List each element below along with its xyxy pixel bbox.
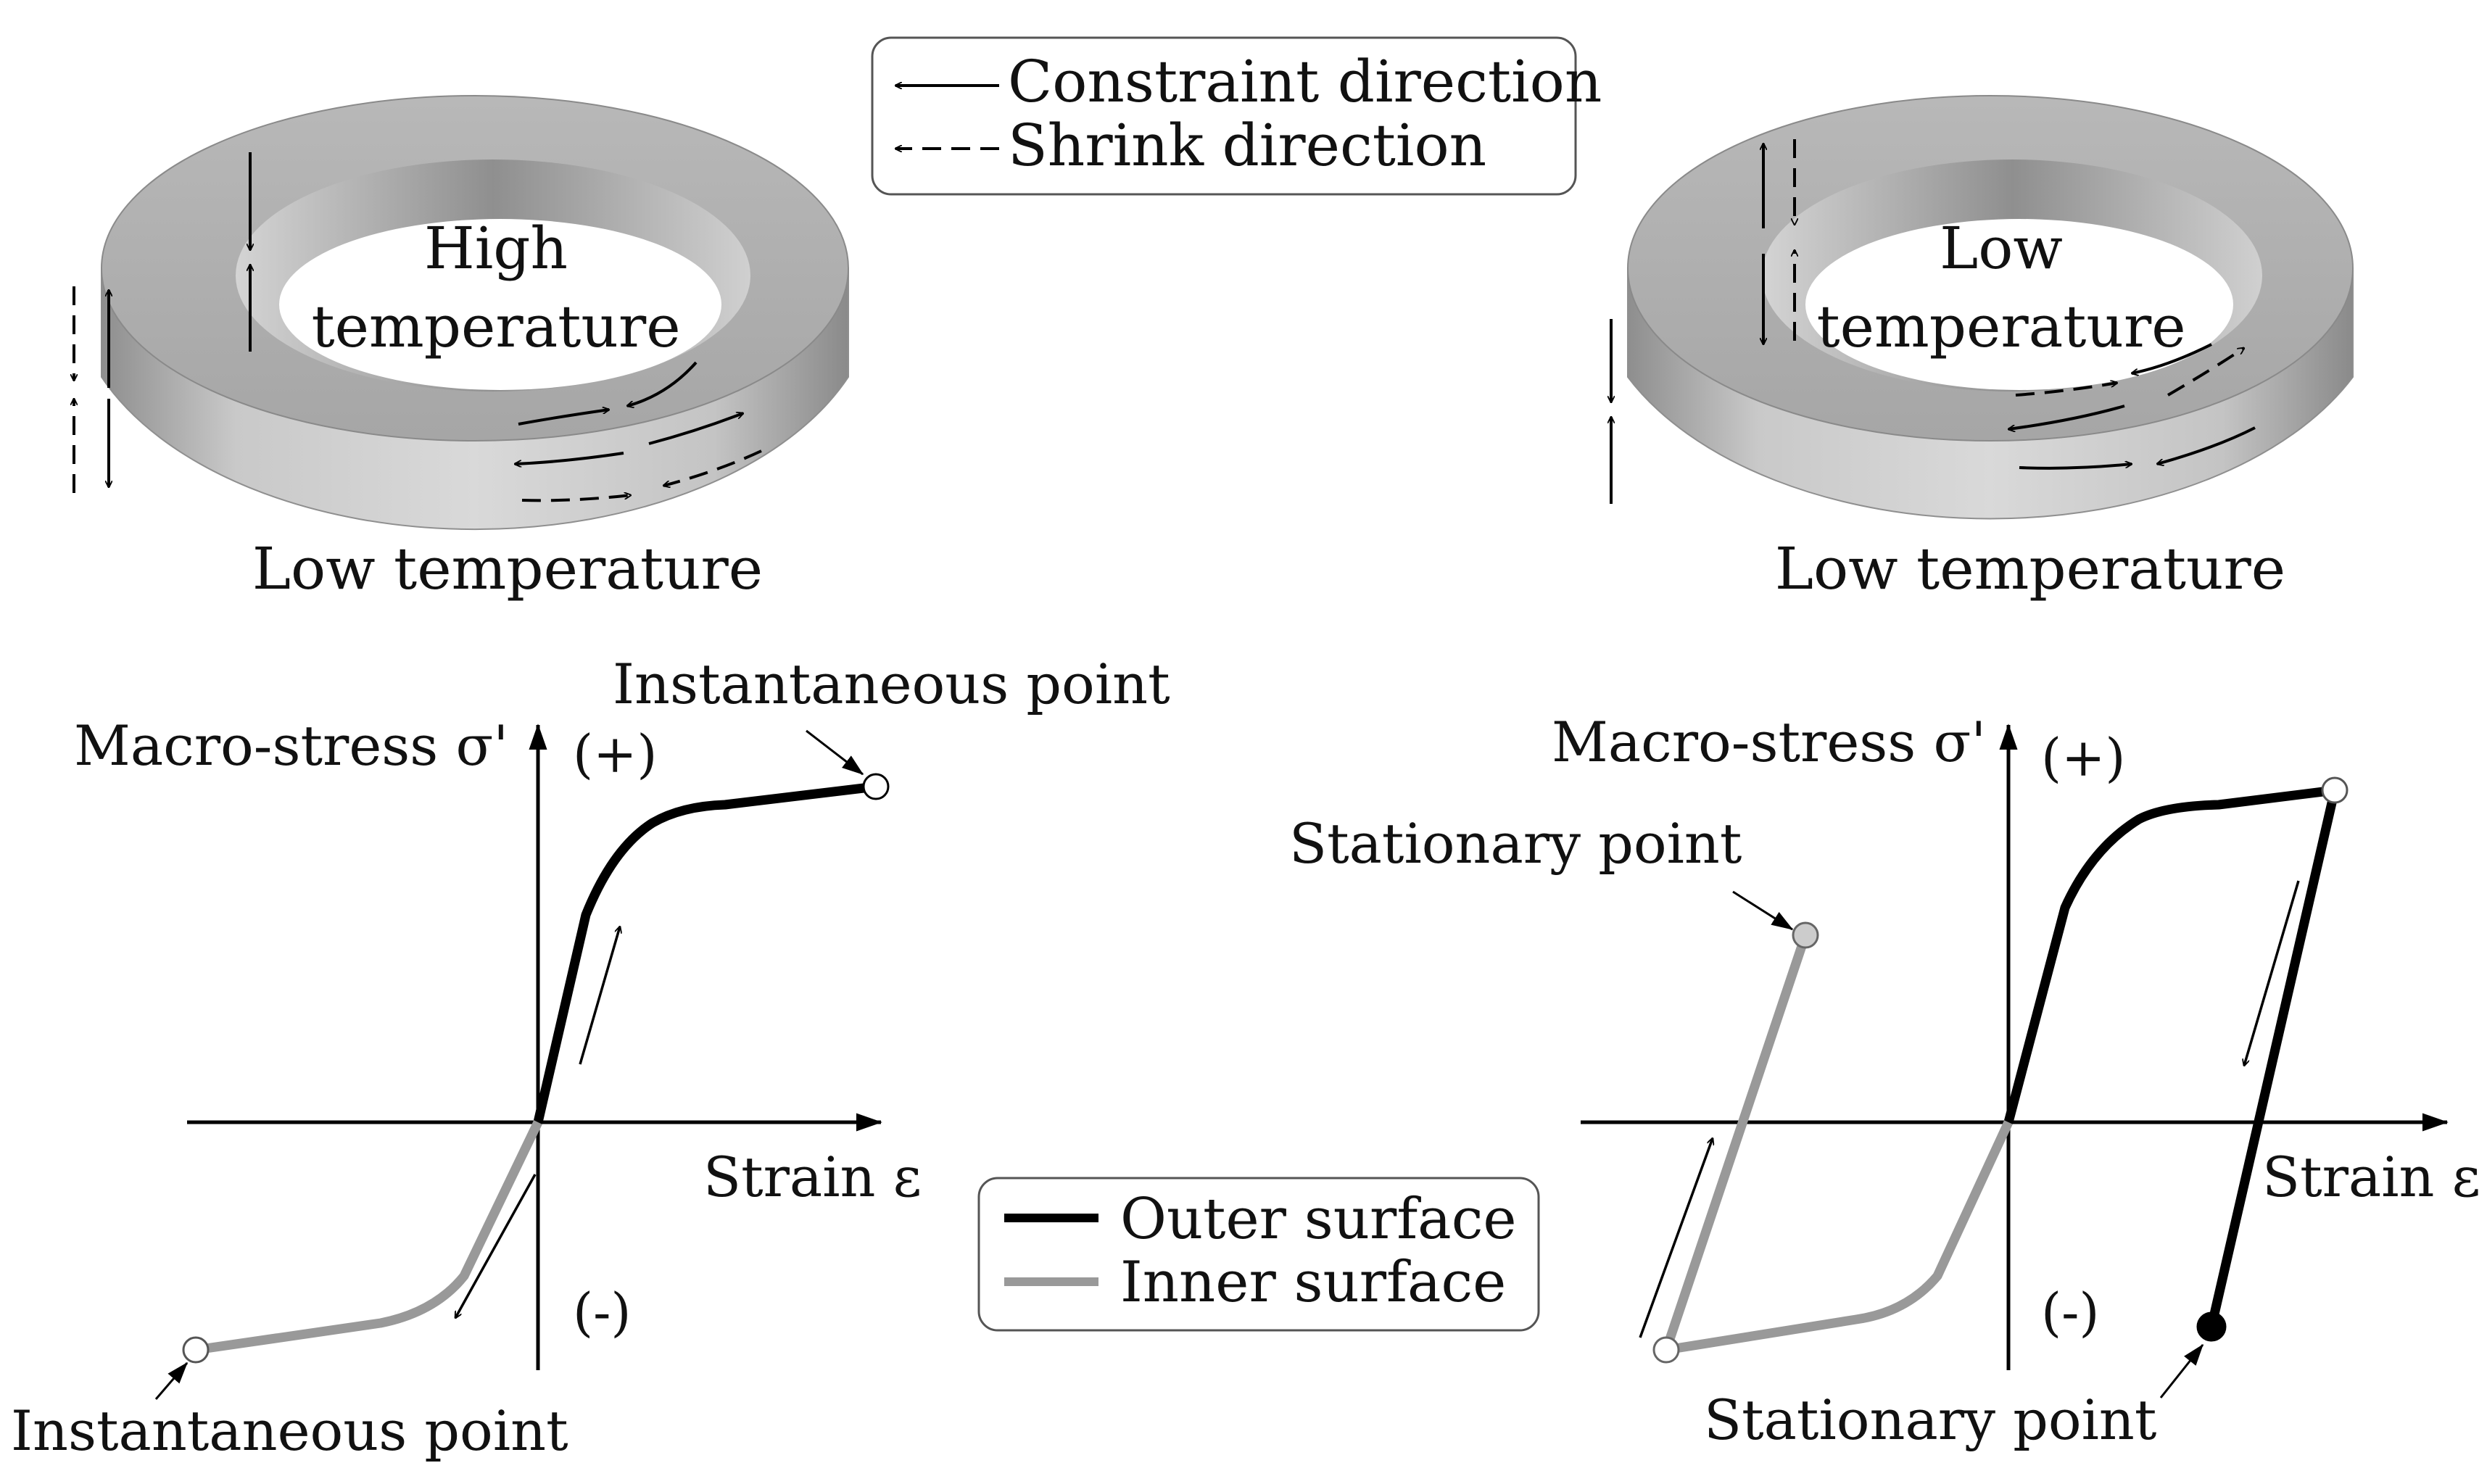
right-ring-inner-label-line1: Low bbox=[1940, 215, 2063, 282]
left-top-instantaneous-point bbox=[862, 773, 890, 800]
right-bottom-callout-arrow bbox=[2159, 1343, 2204, 1398]
right-top-inner-stationary-point bbox=[1792, 921, 1819, 949]
right-inner-surface-curve bbox=[1661, 933, 2013, 1355]
left-bottom-instantaneous-point bbox=[182, 1336, 210, 1364]
right-minus-label: (-) bbox=[2041, 1282, 2100, 1343]
shrink-arrow-icon bbox=[521, 495, 631, 502]
constraint-arrow-icon bbox=[2019, 464, 2132, 470]
left-stress-strain-plot: Macro-stress σ' (+) (-) Strain ε Instant… bbox=[11, 652, 1170, 1463]
constraint-direction-label: Constraint direction bbox=[1008, 48, 1602, 115]
constraint-arrow-icon bbox=[2167, 347, 2244, 397]
left-bottom-callout-arrow bbox=[154, 1361, 189, 1400]
constraint-arrow-icon bbox=[515, 452, 624, 464]
constraint-arrow-icon bbox=[2132, 343, 2212, 373]
direction-legend-box bbox=[871, 36, 1577, 196]
constraint-arrow-icon bbox=[2008, 405, 2125, 429]
constraint-arrow-icon bbox=[2157, 426, 2256, 464]
right-stress-strain-plot: Macro-stress σ' (+) (-) Strain ε Station… bbox=[1289, 710, 2480, 1452]
left-plus-label: (+) bbox=[573, 724, 658, 784]
right-top-callout-arrow bbox=[1732, 890, 1794, 931]
left-ring: High temperature Low temperature bbox=[74, 95, 849, 602]
right-x-axis-label: Strain ε bbox=[2262, 1145, 2480, 1209]
left-ring-inner-label-line2: temperature bbox=[311, 293, 680, 360]
right-top-point-label: Stationary point bbox=[1289, 811, 1742, 876]
right-ring-hole bbox=[1805, 219, 2233, 390]
right-plus-label: (+) bbox=[2041, 727, 2126, 788]
right-unloading-arrow-icon bbox=[2244, 880, 2300, 1066]
left-x-axis-label: Strain ε bbox=[703, 1145, 922, 1209]
right-reloading-arrow-icon bbox=[1639, 1138, 1713, 1338]
shrink-direction-label: Shrink direction bbox=[1008, 112, 1486, 179]
left-ring-hole bbox=[279, 219, 721, 390]
left-ring-outer-label: Low temperature bbox=[252, 535, 763, 602]
left-unloading-arrow-icon bbox=[454, 1174, 537, 1318]
left-ring-inner-label-line1: High bbox=[424, 215, 568, 282]
right-ring-inner-label-line2: temperature bbox=[1816, 293, 2185, 360]
shrink-arrow-icon bbox=[663, 449, 762, 486]
left-loading-arrow-icon bbox=[579, 927, 620, 1065]
inner-surface-label: Inner surface bbox=[1120, 1250, 1506, 1315]
left-bottom-point-label: Instantaneous point bbox=[11, 1398, 568, 1463]
right-ring-arrows bbox=[1611, 139, 2256, 504]
right-bottom-point-label: Stationary point bbox=[1704, 1388, 2156, 1452]
surface-legend: Outer surface Inner surface bbox=[977, 1177, 1540, 1332]
surface-legend-box bbox=[977, 1177, 1540, 1332]
constraint-arrow-icon bbox=[627, 361, 698, 406]
right-y-axis-label: Macro-stress σ' bbox=[1552, 710, 1986, 774]
right-outer-surface-curve bbox=[2003, 785, 2340, 1328]
left-minus-label: (-) bbox=[573, 1282, 632, 1343]
right-bottom-outer-stationary-point bbox=[2196, 1311, 2227, 1342]
right-ring-outer-label: Low temperature bbox=[1775, 535, 2285, 602]
constraint-arrow-icon bbox=[518, 410, 609, 426]
direction-legend: Constraint direction Shrink direction bbox=[871, 36, 1602, 196]
constraint-arrow-icon bbox=[648, 413, 743, 445]
right-bottom-inner-point bbox=[1652, 1336, 1680, 1364]
left-outer-surface-curve bbox=[533, 782, 877, 1124]
shrink-arrow-icon bbox=[2015, 383, 2117, 397]
left-y-axis-label: Macro-stress σ' bbox=[74, 713, 508, 778]
left-inner-surface-curve bbox=[195, 1120, 542, 1355]
left-top-point-label: Instantaneous point bbox=[613, 652, 1170, 716]
left-ring-arrows bbox=[74, 152, 762, 502]
right-ring: Low temperature Low temperature bbox=[1611, 95, 2354, 602]
right-top-outer-point bbox=[2321, 776, 2349, 804]
left-top-callout-arrow bbox=[806, 729, 864, 776]
outer-surface-label: Outer surface bbox=[1120, 1187, 1517, 1252]
